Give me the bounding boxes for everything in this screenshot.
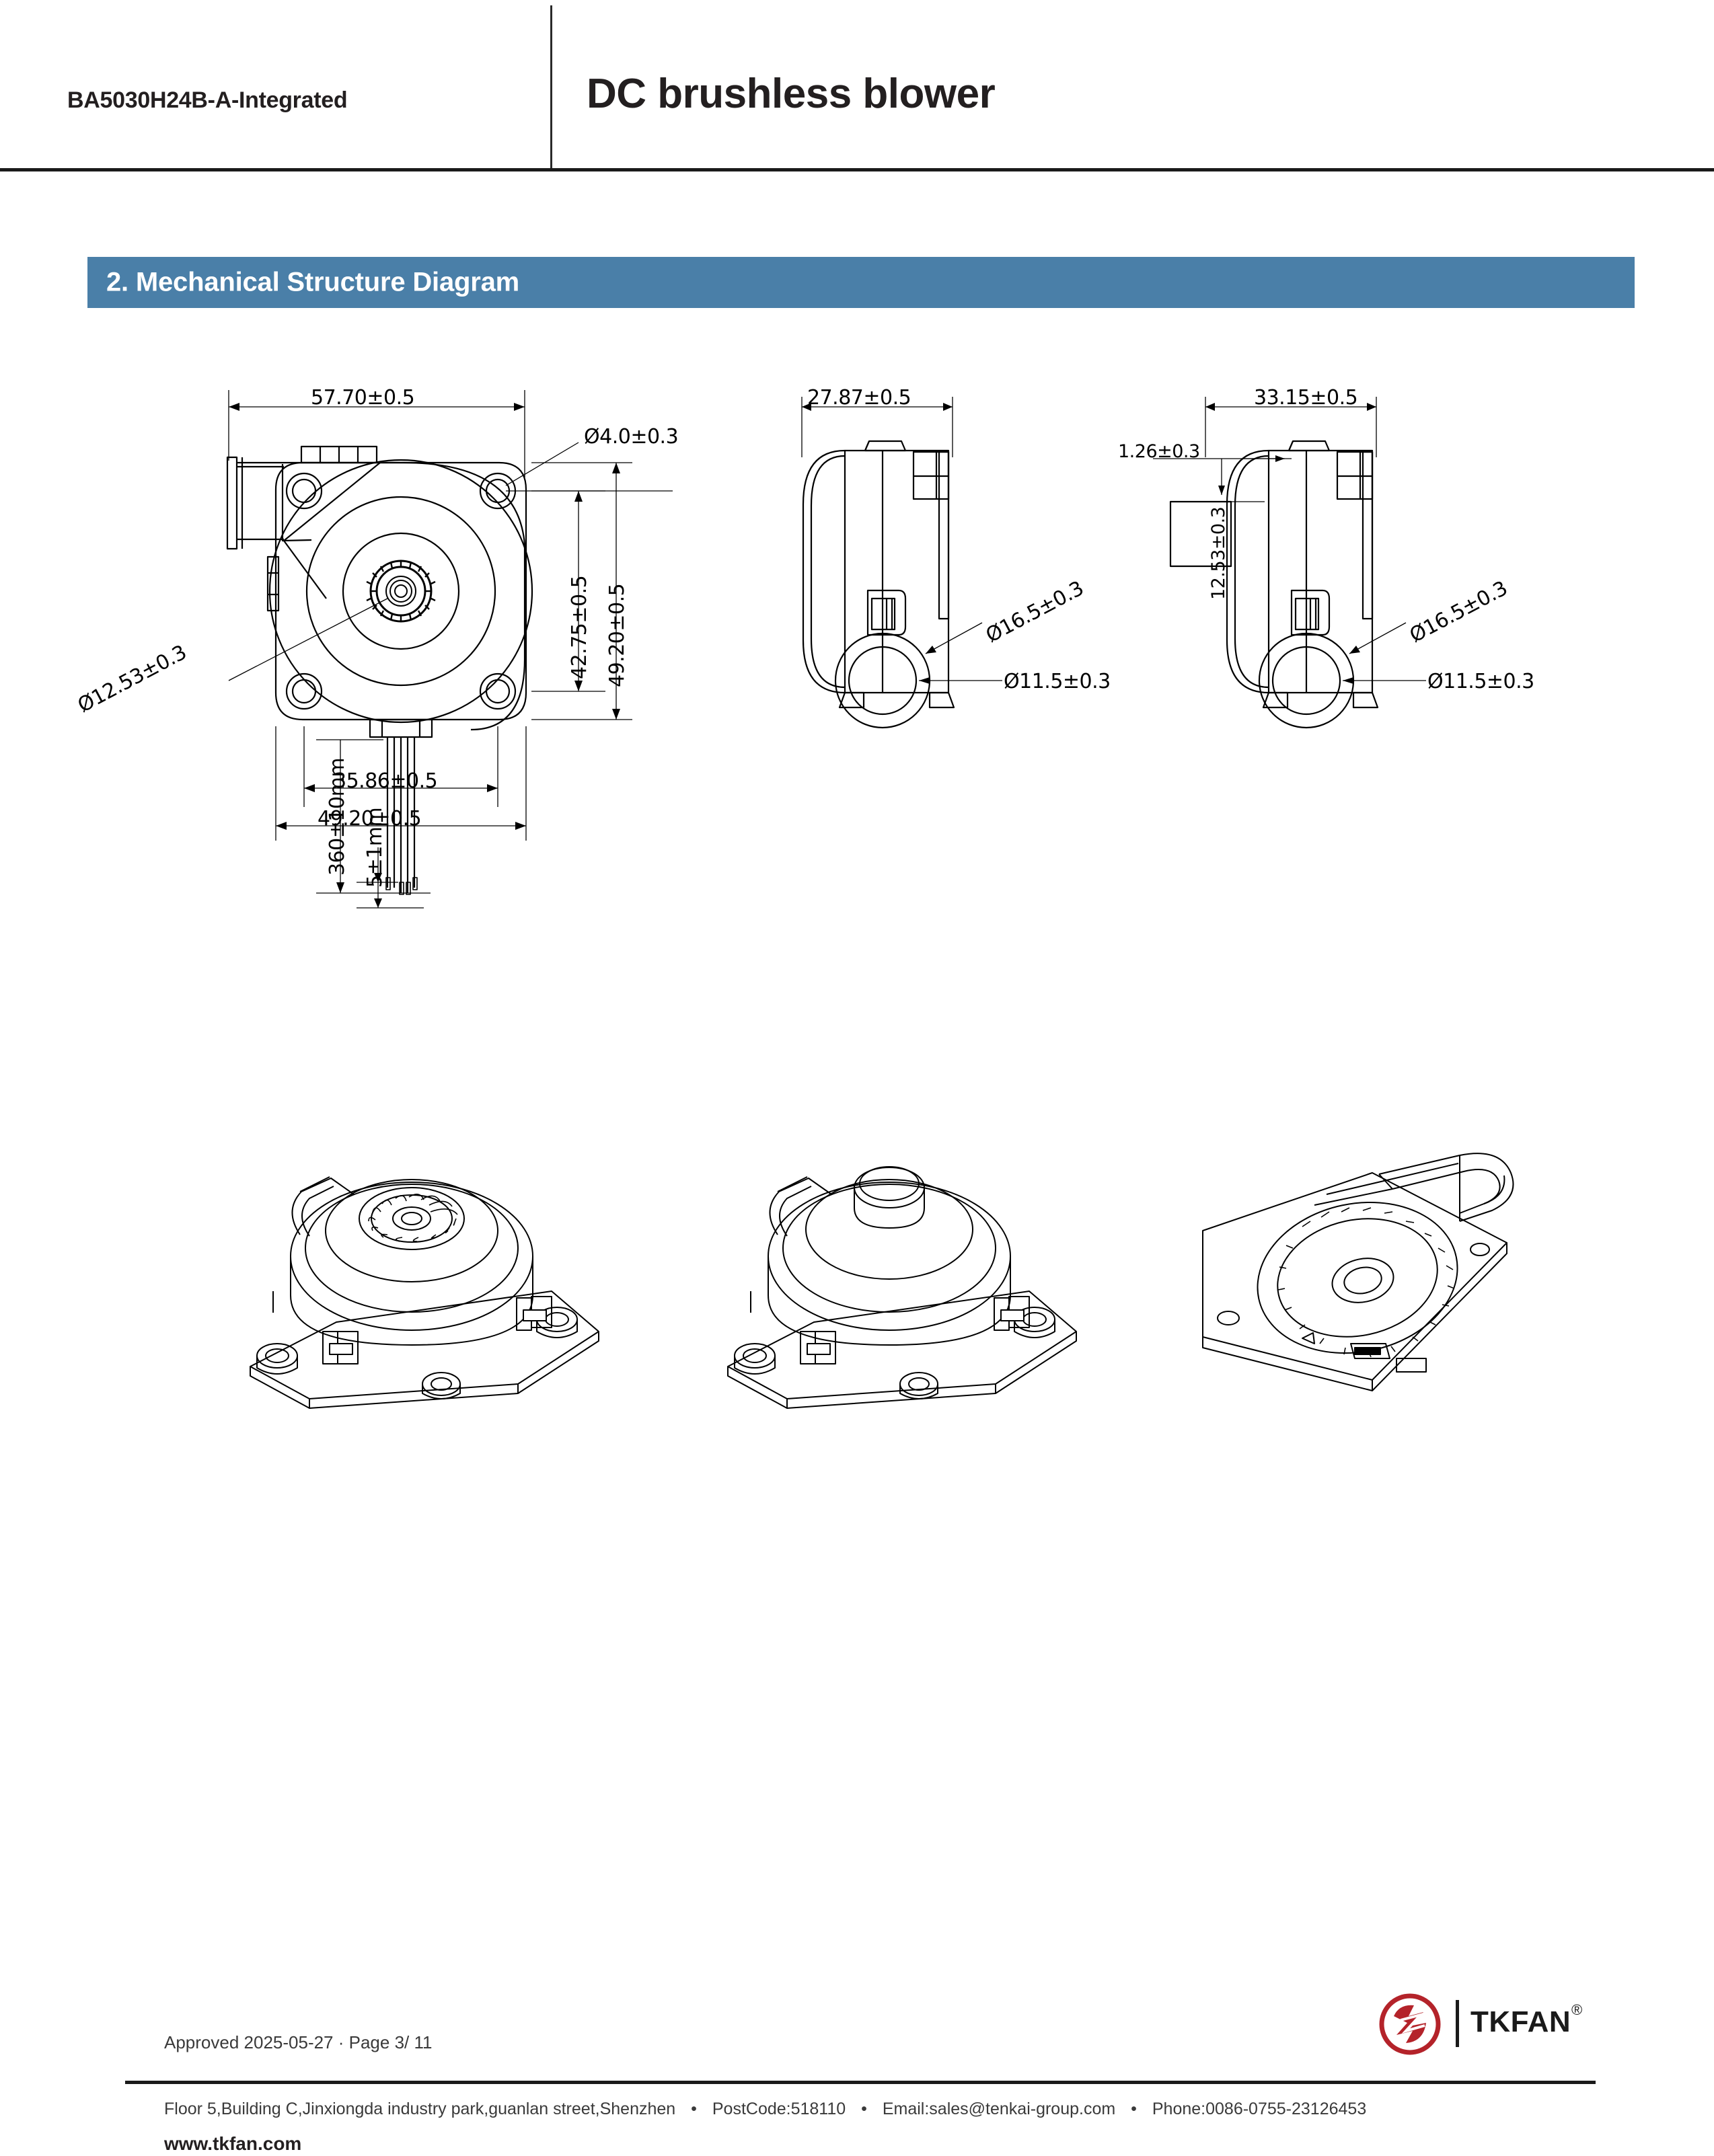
iso-view-top-impeller	[235, 1130, 612, 1416]
dim-hole-pitch-vertical: 42.75±0.5	[568, 575, 591, 679]
side-view-right-drawing: 33.15±0.5 1.26±0.3 12.53±0.3 Ø16.5±0.3 Ø…	[1118, 377, 1534, 797]
registered-trademark-icon: ®	[1571, 2001, 1583, 2018]
section-banner: 2. Mechanical Structure Diagram	[87, 257, 1635, 308]
dim-boss-inner-dia-left: Ø11.5±0.3	[1004, 670, 1111, 693]
dim-boss-inner-dia-right: Ø11.5±0.3	[1427, 670, 1534, 693]
dim-body-height: 49.20±0.5	[605, 583, 629, 687]
dim-mounting-hole-dia: Ø4.0±0.3	[584, 425, 679, 449]
dim-inlet-dia: Ø12.53±0.3	[74, 640, 191, 718]
footer-contact-line: Floor 5,Building C,Jinxiongda industry p…	[164, 2100, 1366, 2119]
dim-flange-thickness: 1.26±0.3	[1118, 441, 1200, 462]
dim-outlet-height: 12.53±0.3	[1208, 506, 1229, 600]
front-view-drawing: 57.70±0.5 Ø4.0±0.3 42.75±0.5 49.20±0.5 Ø…	[74, 377, 713, 1093]
approval-line: Approved 2025-05-27 · Page 3/ 11	[164, 2032, 433, 2052]
section-title: 2. Mechanical Structure Diagram	[106, 267, 520, 297]
iso-view-top-hub	[713, 1130, 1090, 1416]
tkfan-emblem-icon	[1379, 1993, 1441, 2055]
page-title: DC brushless blower	[587, 71, 996, 117]
header-divider	[550, 5, 552, 169]
company-postcode: PostCode:518110	[712, 2100, 846, 2118]
dim-lead-wire-length: 360±10mm	[326, 757, 349, 876]
company-phone: Phone:0086-0755-23126453	[1152, 2100, 1367, 2118]
separator-dot-3: •	[1131, 2100, 1137, 2118]
dim-overall-width: 57.70±0.5	[311, 386, 415, 410]
mechanical-drawings: 57.70±0.5 Ø4.0±0.3 42.75±0.5 49.20±0.5 Ø…	[0, 336, 1714, 1950]
company-email[interactable]: Email:sales@tenkai-group.com	[882, 2100, 1116, 2118]
dim-depth-with-outlet: 33.15±0.5	[1254, 386, 1358, 410]
page-header: BA5030H24B-A-Integrated DC brushless blo…	[0, 0, 1714, 169]
header-rule	[0, 168, 1714, 171]
company-address: Floor 5,Building C,Jinxiongda industry p…	[164, 2100, 676, 2118]
dim-lead-strip-length: 5±1mm	[363, 807, 387, 888]
dim-body-width: 49.20±0.5	[318, 807, 422, 831]
model-number: BA5030H24B-A-Integrated	[67, 87, 348, 113]
logo-wordmark: TKFAN	[1470, 2005, 1571, 2038]
side-view-left-drawing: 27.87±0.5 Ø16.5±0.3 Ø11.5±0.3	[780, 377, 1130, 797]
footer-rule	[125, 2081, 1596, 2084]
separator-dot-2: •	[861, 2100, 867, 2118]
company-website[interactable]: www.tkfan.com	[164, 2133, 302, 2154]
logo-divider	[1456, 2000, 1459, 2047]
iso-view-outlet	[1170, 1116, 1547, 1416]
dim-side-depth: 27.87±0.5	[807, 386, 911, 410]
separator-dot-1: •	[691, 2100, 697, 2118]
tkfan-logo: TKFAN ®	[1376, 1992, 1618, 2056]
dim-hole-pitch-horizontal: 35.86±0.5	[334, 769, 438, 793]
